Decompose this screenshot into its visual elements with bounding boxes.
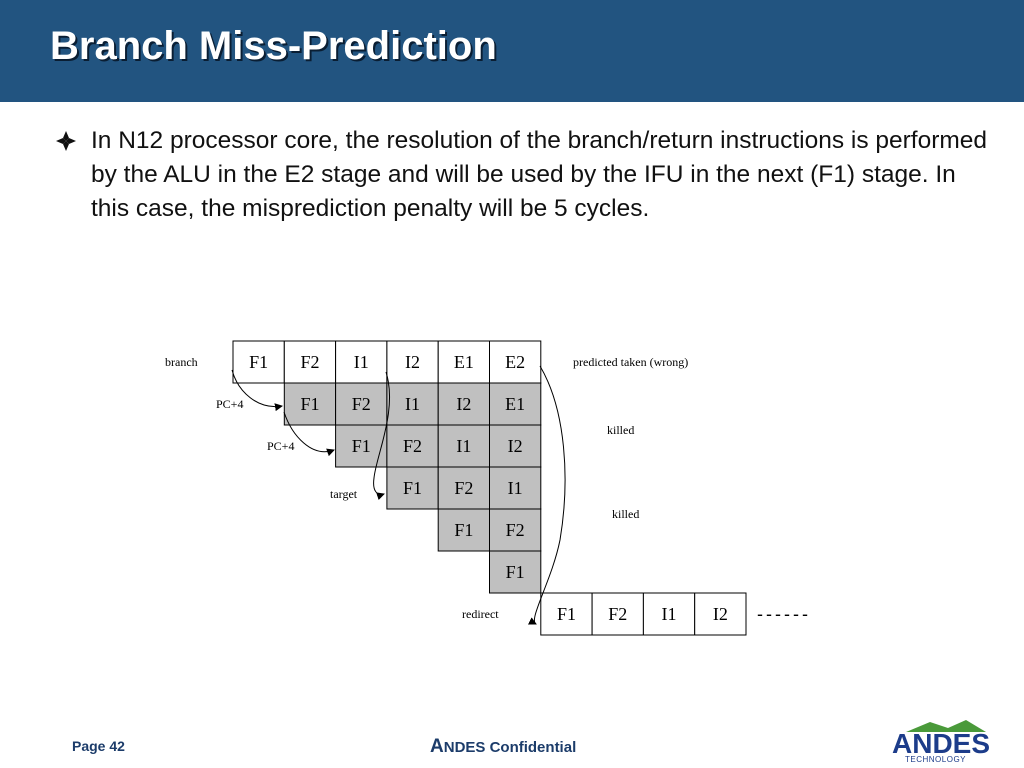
stage-label: E1 <box>454 352 474 372</box>
stage-cell <box>694 592 747 636</box>
stage-cell <box>642 592 696 636</box>
stage-label: I1 <box>508 478 523 498</box>
stage-cell <box>335 382 388 426</box>
arrow-pc4-1 <box>231 369 283 412</box>
stage-cell <box>489 550 542 594</box>
stage-label: F1 <box>352 436 371 456</box>
confidential-label: ANDES Confidential <box>430 736 576 758</box>
stage-label: I2 <box>456 394 471 414</box>
stage-label: I2 <box>508 436 523 456</box>
stage-label: I2 <box>405 352 420 372</box>
stage-label: F1 <box>506 562 525 582</box>
row-label: PC+4 <box>216 397 243 411</box>
stage-label: I1 <box>354 352 369 372</box>
stage-cell <box>335 340 388 384</box>
stage-label: I1 <box>662 604 677 624</box>
stage-cell <box>437 340 491 384</box>
stage-label: F2 <box>300 352 319 372</box>
arrow-redirect <box>527 365 566 625</box>
stage-cell <box>489 424 542 468</box>
stage-label: I1 <box>456 436 471 456</box>
stage-label: F2 <box>454 478 473 498</box>
stage-label: E1 <box>505 394 525 414</box>
bullet-text: In N12 processor core, the resolution of… <box>91 127 988 222</box>
annotation-predicted: predicted taken (wrong) <box>573 355 688 369</box>
stage-cell <box>283 340 337 384</box>
stage-cell <box>437 424 491 468</box>
stage-label: F1 <box>454 520 473 540</box>
diamond-bullet-icon <box>56 131 76 151</box>
stage-cell <box>489 466 542 510</box>
stage-cell <box>489 382 542 426</box>
slide-title: Branch Miss-Prediction <box>50 24 497 68</box>
stage-label: F1 <box>300 394 319 414</box>
stage-label: F1 <box>403 478 422 498</box>
arrow-pc4-2 <box>283 411 335 457</box>
stage-cell <box>591 592 644 636</box>
stage-label: F1 <box>557 604 576 624</box>
stage-cell <box>437 382 491 426</box>
annotation-killed-2: killed <box>612 507 639 521</box>
andes-logo-icon <box>906 720 986 732</box>
continuation-dashes: ------ <box>757 604 811 624</box>
row-label: branch <box>165 355 198 369</box>
confidential-initial: A <box>430 736 444 757</box>
stage-label: E2 <box>505 352 525 372</box>
stage-cell <box>386 382 439 426</box>
stage-label: F2 <box>608 604 627 624</box>
stage-cell <box>386 340 439 384</box>
stage-cell <box>232 340 285 384</box>
annotation-killed-1: killed <box>607 423 634 437</box>
logo-wordmark: ANDES <box>892 728 991 759</box>
stage-cell <box>283 382 337 426</box>
stage-label: F2 <box>352 394 371 414</box>
stage-label: I2 <box>713 604 728 624</box>
stage-label: F2 <box>403 436 422 456</box>
logo-subtitle: TECHNOLOGY <box>905 755 967 764</box>
stage-label: F2 <box>506 520 525 540</box>
row-label: redirect <box>462 607 499 621</box>
stage-label: F1 <box>249 352 268 372</box>
row-label: target <box>330 487 358 501</box>
title-bar <box>0 0 1024 102</box>
row-label: PC+4 <box>267 439 294 453</box>
bullet-item: In N12 processor core, the resolution of… <box>55 124 990 226</box>
stage-cell <box>489 508 542 552</box>
confidential-rest: NDES Confidential <box>443 739 577 756</box>
stage-label: I1 <box>405 394 420 414</box>
arrow-target <box>373 371 390 501</box>
page-number: Page 42 <box>72 738 125 754</box>
